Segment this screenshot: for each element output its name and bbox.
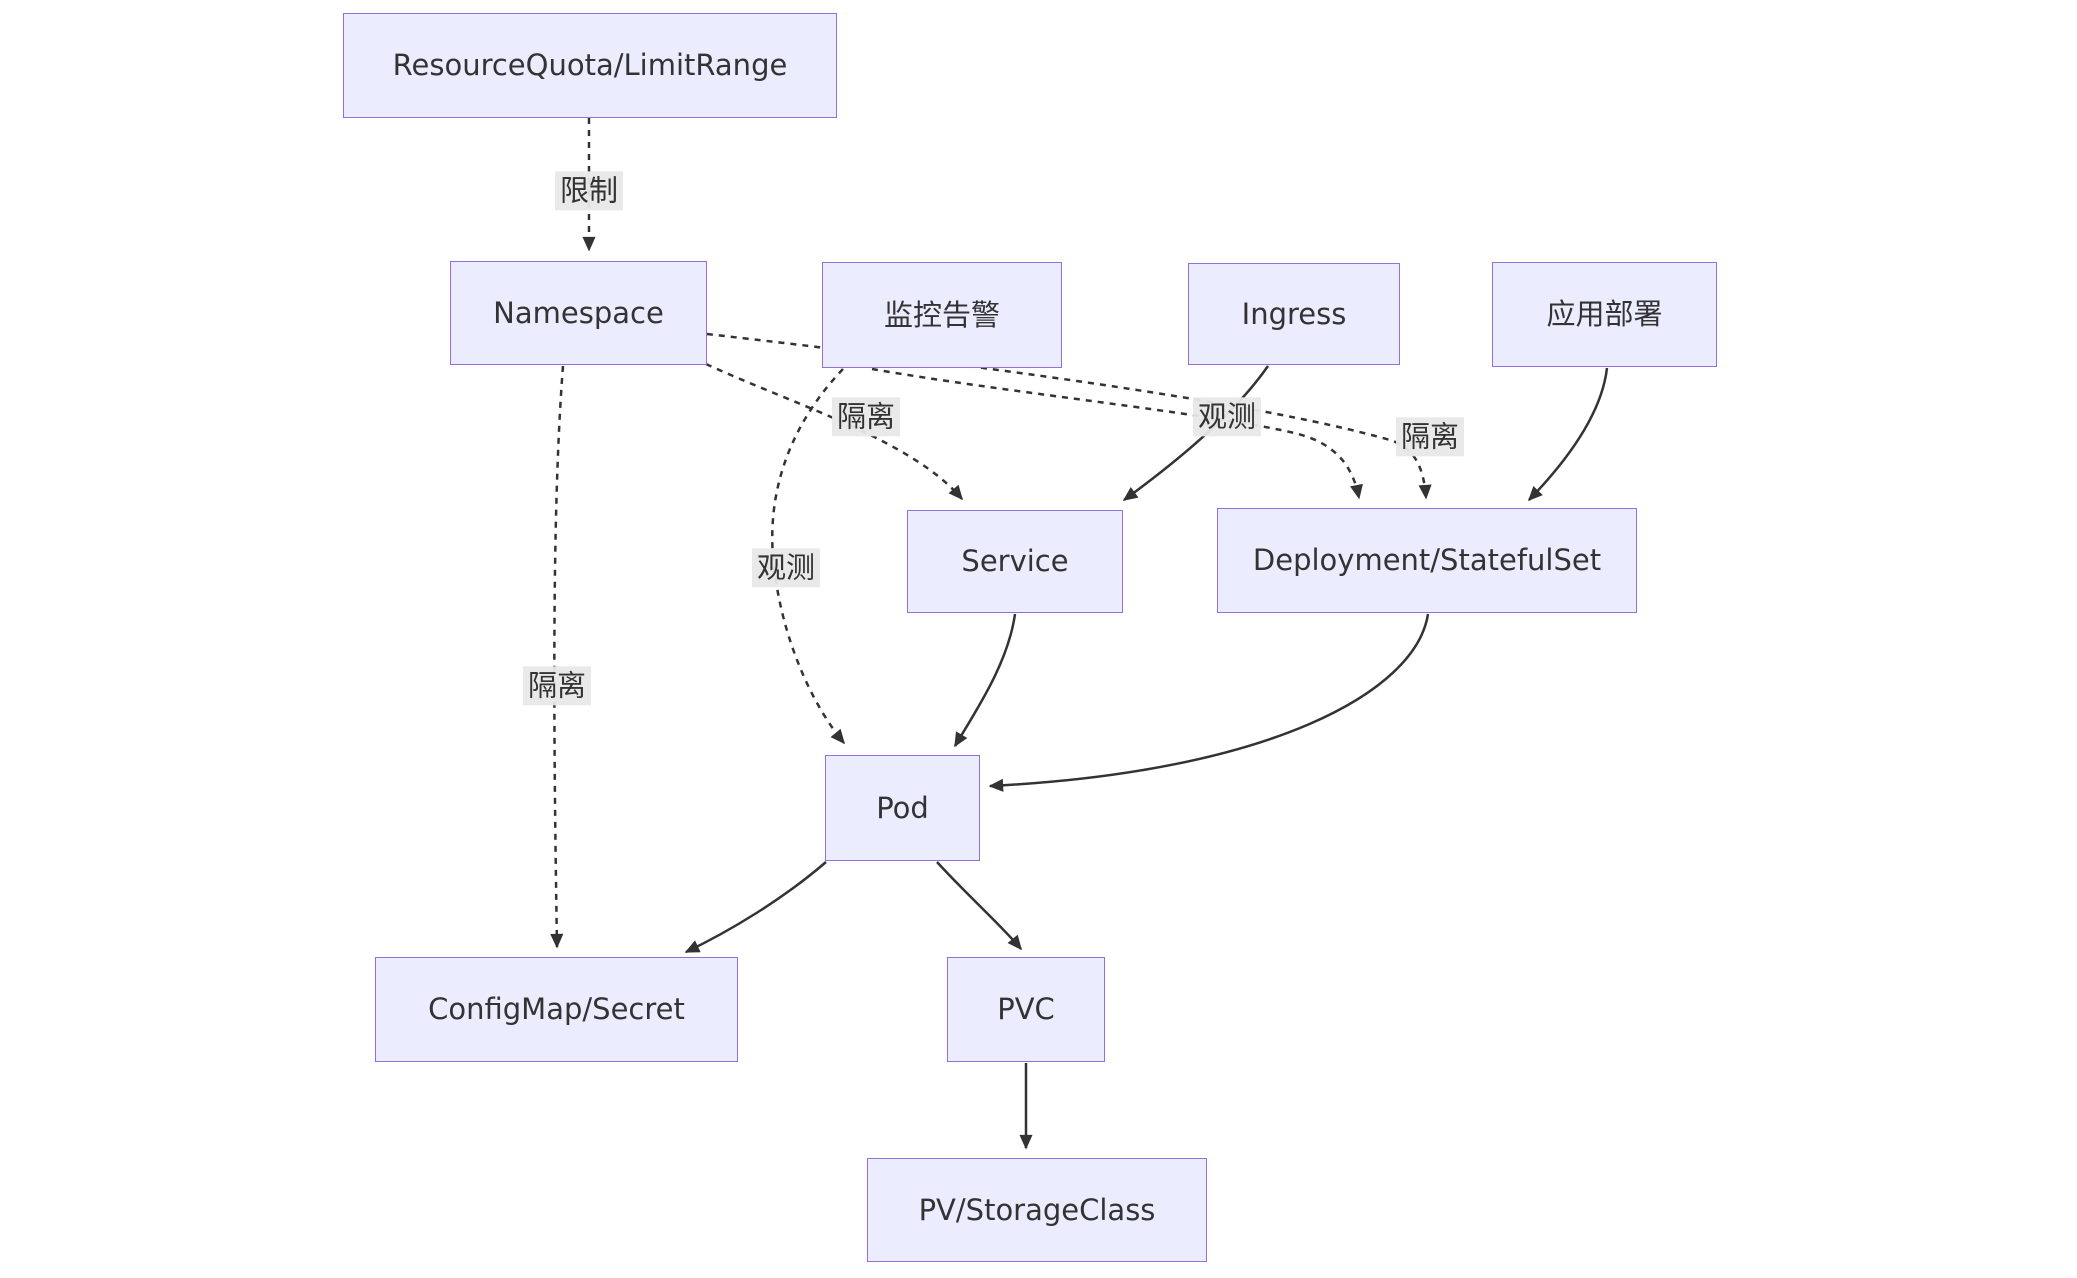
edge-label-isolate-service: 隔离 <box>831 397 901 437</box>
node-label: Ingress <box>1241 296 1347 331</box>
node-ingress: Ingress <box>1188 263 1400 365</box>
node-label: PVC <box>997 992 1055 1027</box>
node-label: Namespace <box>493 295 664 330</box>
node-resourcequota-limitrange: ResourceQuota/LimitRange <box>343 13 837 118</box>
node-label: ResourceQuota/LimitRange <box>392 48 788 83</box>
node-service: Service <box>907 510 1123 613</box>
node-pv-storageclass: PV/StorageClass <box>867 1158 1207 1262</box>
node-app-deployment: 应用部署 <box>1492 262 1717 367</box>
edge-namespace-to-configmap <box>550 365 565 949</box>
edge-monitor-to-deployment <box>871 367 1363 500</box>
node-pvc: PVC <box>947 957 1105 1062</box>
node-label: Deployment/StatefulSet <box>1252 543 1602 578</box>
node-label: 监控告警 <box>883 297 1000 332</box>
node-label: ConfigMap/Secret <box>428 992 685 1027</box>
edge-label-limit: 限制 <box>554 171 624 211</box>
edge-pod-to-configmap <box>684 861 827 954</box>
node-configmap-secret: ConfigMap/Secret <box>375 957 738 1062</box>
edge-appdeploy-to-deployment <box>1527 367 1609 502</box>
node-deployment-statefulset: Deployment/StatefulSet <box>1217 508 1637 613</box>
node-label: 应用部署 <box>1546 297 1663 332</box>
node-label: Service <box>961 544 1069 579</box>
edge-namespace-to-service <box>705 362 963 501</box>
edge-ingress-to-service <box>1122 365 1270 502</box>
edge-deployment-to-pod <box>988 613 1430 792</box>
node-label: PV/StorageClass <box>918 1192 1156 1227</box>
node-label: Pod <box>876 790 929 825</box>
edge-pod-to-pvc <box>936 861 1022 951</box>
node-pod: Pod <box>825 755 980 861</box>
edge-label-observe-deployment: 观测 <box>1192 397 1262 437</box>
edge-label-isolate-deployment: 隔离 <box>1395 417 1465 457</box>
edge-label-isolate-configmap: 隔离 <box>522 666 592 706</box>
edge-service-to-pod <box>953 613 1017 748</box>
node-namespace: Namespace <box>450 261 707 365</box>
edge-label-observe-pod: 观测 <box>751 548 821 588</box>
node-monitoring-alerts: 监控告警 <box>822 262 1062 368</box>
